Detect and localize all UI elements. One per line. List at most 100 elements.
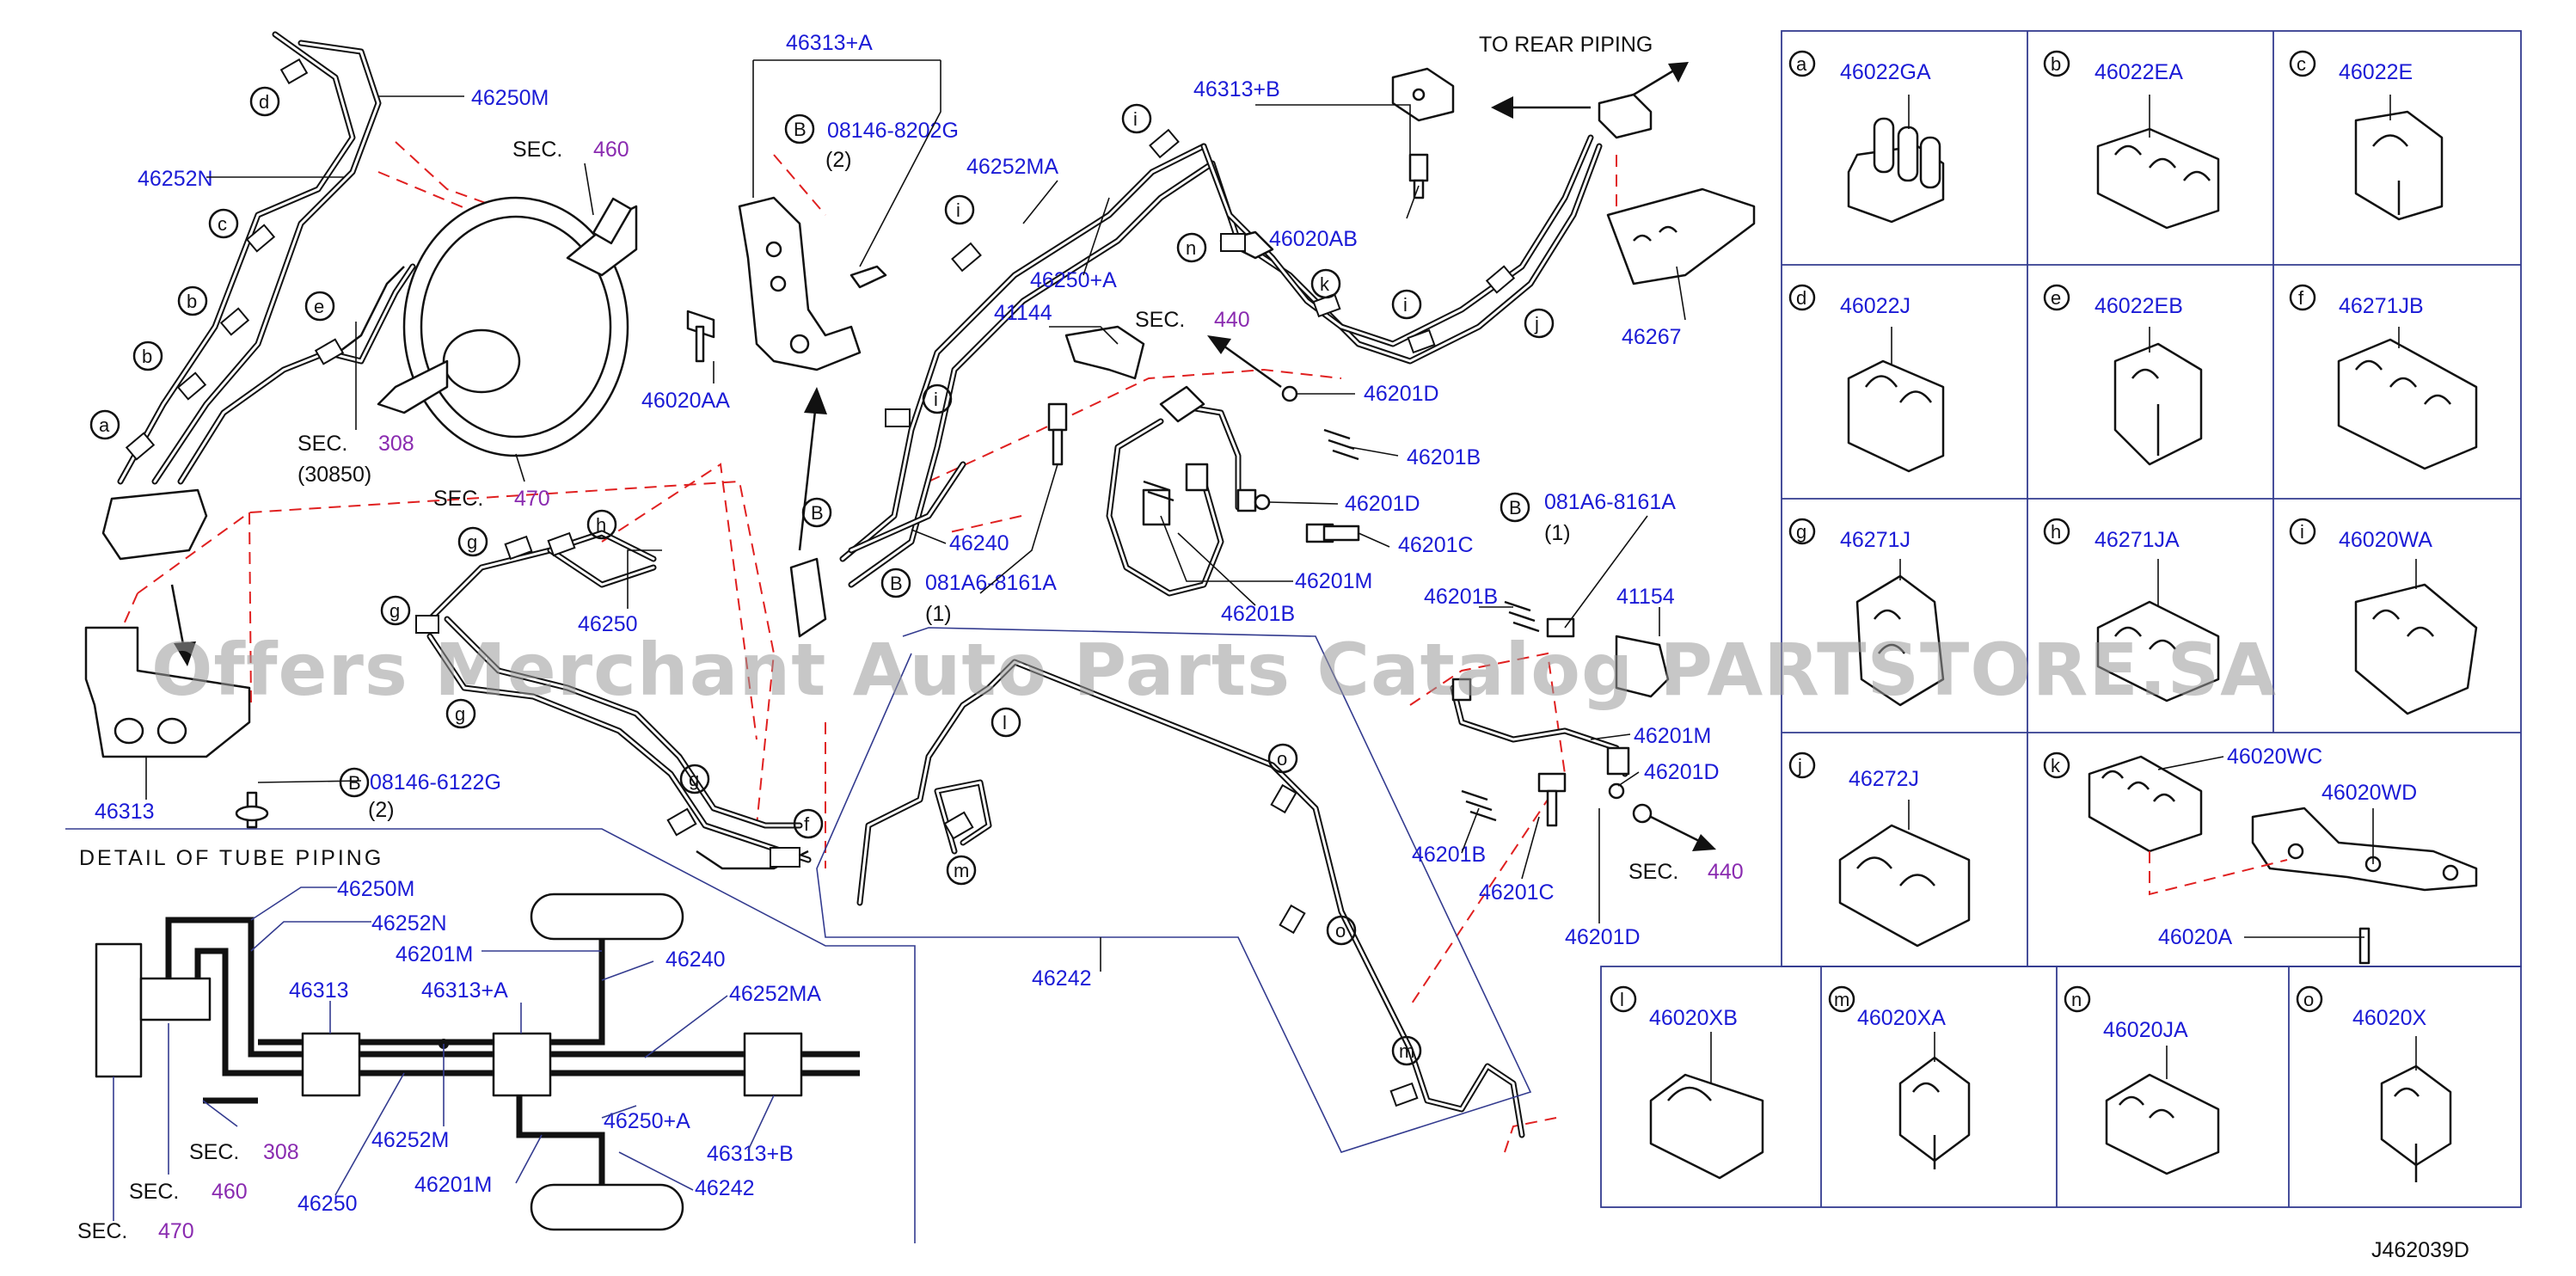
legend-cell-m[interactable]: m 46020XA xyxy=(1828,985,1971,1169)
qty-2: (2) xyxy=(825,148,852,172)
callout-b2: b xyxy=(142,346,152,367)
legend-cell-d[interactable]: d 46022J xyxy=(1788,284,1945,473)
sec-440: 440 xyxy=(1214,308,1250,332)
legend-letter-i: i xyxy=(2300,521,2304,543)
label-46020AB: 46020AB xyxy=(1269,227,1358,251)
label-46201B-2: 46201B xyxy=(1221,602,1295,626)
label-46240: 46240 xyxy=(949,531,1009,555)
detail-sec-460: 460 xyxy=(212,1180,248,1204)
leader-lines xyxy=(145,59,1686,972)
callout-k: k xyxy=(1320,273,1330,295)
label-46250M: 46250M xyxy=(471,86,549,110)
legend-letter-c: c xyxy=(2297,53,2306,75)
sec-label: SEC. xyxy=(1628,860,1678,884)
detail-sec-470: 470 xyxy=(158,1219,194,1243)
main-part-labels: TO REAR PIPING 46250M 46252N SEC. 460 SE… xyxy=(95,31,1744,991)
callout-n: n xyxy=(1186,237,1196,259)
legend-cell-n[interactable]: n 46020JA xyxy=(2064,985,2220,1175)
label-46201D-2: 46201D xyxy=(1345,492,1420,516)
legend-cell-b[interactable]: b 46022EA xyxy=(2043,50,2220,230)
legend-part-46020XB: 46020XB xyxy=(1649,1006,1738,1030)
detail-labels: 46250M 46252N 46201M 46240 46313 46313+A… xyxy=(77,877,821,1243)
detail-sec-label: SEC. xyxy=(189,1140,239,1164)
callout-d: d xyxy=(259,91,269,113)
label-46252N: 46252N xyxy=(138,167,213,191)
detail-sec-308: 308 xyxy=(263,1140,299,1164)
legend-cell-g[interactable]: g 46271J xyxy=(1788,518,1945,707)
diagram-code: J462039D xyxy=(2371,1238,2469,1262)
detail-label-46201M-b: 46201M xyxy=(414,1173,492,1197)
callout-letters: d c b b a e g h g g g f i i i n k i j l … xyxy=(99,91,1539,1062)
detail-label-46250A: 46250+A xyxy=(604,1109,690,1133)
callout-g: g xyxy=(467,531,477,553)
detail-title: DETAIL OF TUBE PIPING xyxy=(79,846,383,870)
label-46201C: 46201C xyxy=(1398,533,1474,557)
callout-B5: B xyxy=(348,772,361,794)
legend-letter-j: j xyxy=(1797,755,1802,776)
callout-i4: i xyxy=(1403,294,1408,316)
sec-label: SEC. xyxy=(433,487,483,511)
label-41144: 41144 xyxy=(994,301,1052,325)
legend-cell-c[interactable]: c 46022E xyxy=(2289,50,2444,221)
label-46250: 46250 xyxy=(578,612,638,636)
legend-letter-f: f xyxy=(2298,287,2304,309)
watermark: Offers Merchant Auto Parts Catalog PARTS… xyxy=(151,628,2277,712)
sec-30850: (30850) xyxy=(297,463,371,487)
label-46313: 46313 xyxy=(95,800,155,824)
legend-cell-e[interactable]: e 46022EB xyxy=(2043,284,2203,466)
sec-label: SEC. xyxy=(297,432,347,456)
legend-part-46020A: 46020A xyxy=(2158,925,2233,949)
detail-label-46242: 46242 xyxy=(695,1176,755,1200)
detail-label-46240: 46240 xyxy=(665,948,726,972)
legend-part-46020XA: 46020XA xyxy=(1857,1006,1946,1030)
callout-B2: B xyxy=(794,119,807,140)
legend-cell-k[interactable]: k 46020WC 46020WD 46020A xyxy=(2043,745,2478,965)
label-46313A: 46313+A xyxy=(786,31,873,55)
detail-label-46313: 46313 xyxy=(289,978,349,1003)
callout-a: a xyxy=(99,414,110,436)
legend-letter-d: d xyxy=(1796,287,1806,309)
label-08146-8202G: 08146-8202G xyxy=(827,119,959,143)
legend-part-46271JB: 46271JB xyxy=(2339,294,2424,318)
tube-clips xyxy=(125,58,1516,1107)
legend-part-46271JA: 46271JA xyxy=(2095,528,2180,552)
callout-B3: B xyxy=(890,573,903,594)
callout-m2: m xyxy=(1399,1040,1414,1062)
legend-part-46020X: 46020X xyxy=(2352,1006,2427,1030)
label-46201D-3: 46201D xyxy=(1644,760,1720,784)
sec-label: SEC. xyxy=(512,138,562,162)
legend-part-46020WD: 46020WD xyxy=(2321,781,2417,805)
legend-cell-l[interactable]: l 46020XB xyxy=(1610,985,1764,1180)
sec-470: 470 xyxy=(514,487,550,511)
callout-i3: i xyxy=(934,389,938,410)
label-46250A: 46250+A xyxy=(1030,268,1117,292)
legend-letter-g: g xyxy=(1796,521,1806,543)
legend-letter-e: e xyxy=(2051,287,2061,309)
to-rear-piping-label: TO REAR PIPING xyxy=(1479,33,1653,57)
legend-cell-i[interactable]: i 46020WA xyxy=(2289,518,2478,715)
legend-cell-o[interactable]: o 46020X xyxy=(2296,985,2452,1182)
legend-cell-a[interactable]: a 46022GA xyxy=(1788,50,1945,224)
detail-label-46313A: 46313+A xyxy=(421,978,508,1003)
callout-o2: o xyxy=(1335,920,1346,942)
legend-part-46022E: 46022E xyxy=(2339,60,2413,84)
callout-g2: g xyxy=(389,600,400,622)
legend-part-46022GA: 46022GA xyxy=(1840,60,1931,84)
legend-cell-h[interactable]: h 46271JA xyxy=(2043,518,2220,702)
callout-j: j xyxy=(1534,313,1539,334)
callout-g3: g xyxy=(455,703,465,725)
callout-c: c xyxy=(218,213,227,235)
label-46313B: 46313+B xyxy=(1193,77,1280,101)
detail-label-46201M: 46201M xyxy=(396,942,473,966)
legend-part-46020WA: 46020WA xyxy=(2339,528,2432,552)
legend-cell-j[interactable]: j 46272J xyxy=(1788,751,1971,948)
label-46201B-4: 46201B xyxy=(1412,843,1486,867)
legend-cell-f[interactable]: f 46271JB xyxy=(2289,284,2478,470)
legend-part-46022J: 46022J xyxy=(1840,294,1911,318)
legend-letter-h: h xyxy=(2051,521,2061,543)
clip-legend-grid xyxy=(1600,30,2522,1208)
legend-part-46020WC: 46020WC xyxy=(2227,745,2322,769)
detail-sec-label: SEC. xyxy=(129,1180,179,1204)
label-46267: 46267 xyxy=(1622,325,1682,349)
label-08146-6122G: 08146-6122G xyxy=(370,770,501,794)
